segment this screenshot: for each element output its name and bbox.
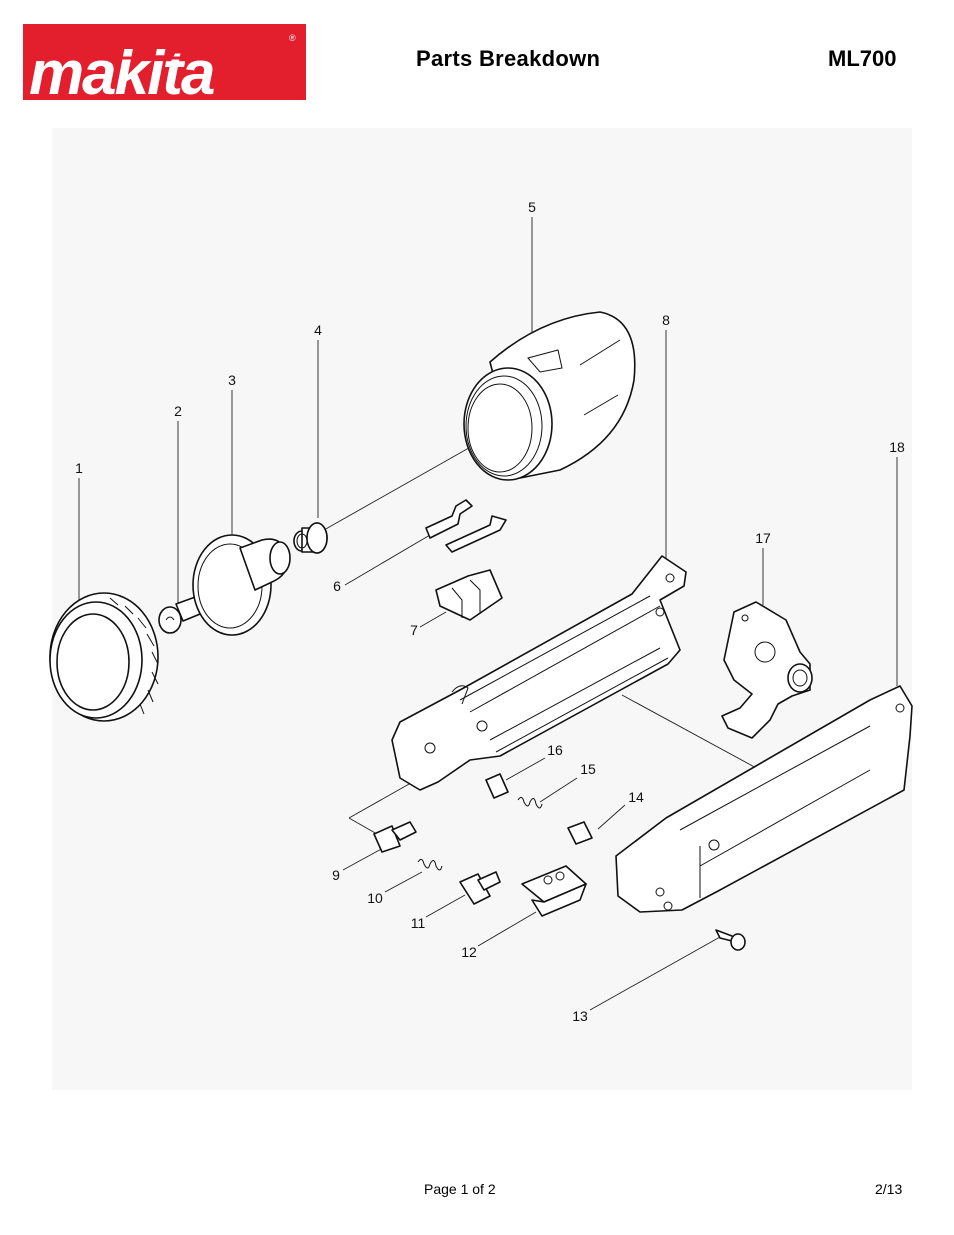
part-10-spring: [417, 858, 443, 871]
part-3-reflector: [192, 534, 291, 636]
callout-16: 16: [547, 742, 563, 758]
part-18-housing: [615, 685, 913, 913]
callout-1: 1: [75, 460, 83, 476]
callout-11: 11: [411, 915, 426, 931]
callout-10: 10: [367, 890, 383, 906]
part-14-pin: [567, 821, 593, 845]
callout-12: 12: [461, 944, 477, 960]
part-9-switch: [373, 821, 417, 853]
part-12-switch-button: [521, 865, 587, 917]
revision-date: 2/13: [875, 1181, 903, 1197]
part-13-screw: [715, 929, 746, 951]
part-17-bracket: [721, 601, 813, 739]
callout-9: 9: [332, 867, 340, 883]
part-4-socket: [293, 522, 328, 554]
part-6-contact: [425, 499, 507, 553]
page-number: Page 1 of 2: [424, 1181, 496, 1197]
callout-4: 4: [314, 322, 322, 338]
page-title: Parts Breakdown: [416, 46, 601, 71]
part-15-spring: [517, 796, 543, 809]
callout-18: 18: [889, 439, 905, 455]
part-16-pin: [485, 773, 509, 799]
svg-text:®: ®: [289, 33, 296, 43]
callout-14: 14: [628, 789, 644, 805]
svg-text:makita: makita: [29, 39, 214, 100]
part-7-switch-holder: [435, 569, 503, 621]
part-8-battery-holder: [391, 555, 687, 791]
callout-5: 5: [528, 199, 536, 215]
makita-logo: makita ®: [23, 24, 306, 108]
model-number: ML700: [828, 46, 897, 71]
callout-3: 3: [228, 372, 236, 388]
callout-15: 15: [580, 761, 596, 777]
callout-8: 8: [662, 312, 670, 328]
callout-17: 17: [755, 530, 771, 546]
callout-13: 13: [572, 1008, 588, 1024]
callout-6: 6: [333, 578, 341, 594]
part-5-lens-cover: [463, 311, 636, 481]
part-11-plunger: [459, 871, 501, 905]
callout-2: 2: [174, 403, 182, 419]
part-1-lens-ring: [49, 592, 159, 722]
callout-7: 7: [410, 622, 418, 638]
